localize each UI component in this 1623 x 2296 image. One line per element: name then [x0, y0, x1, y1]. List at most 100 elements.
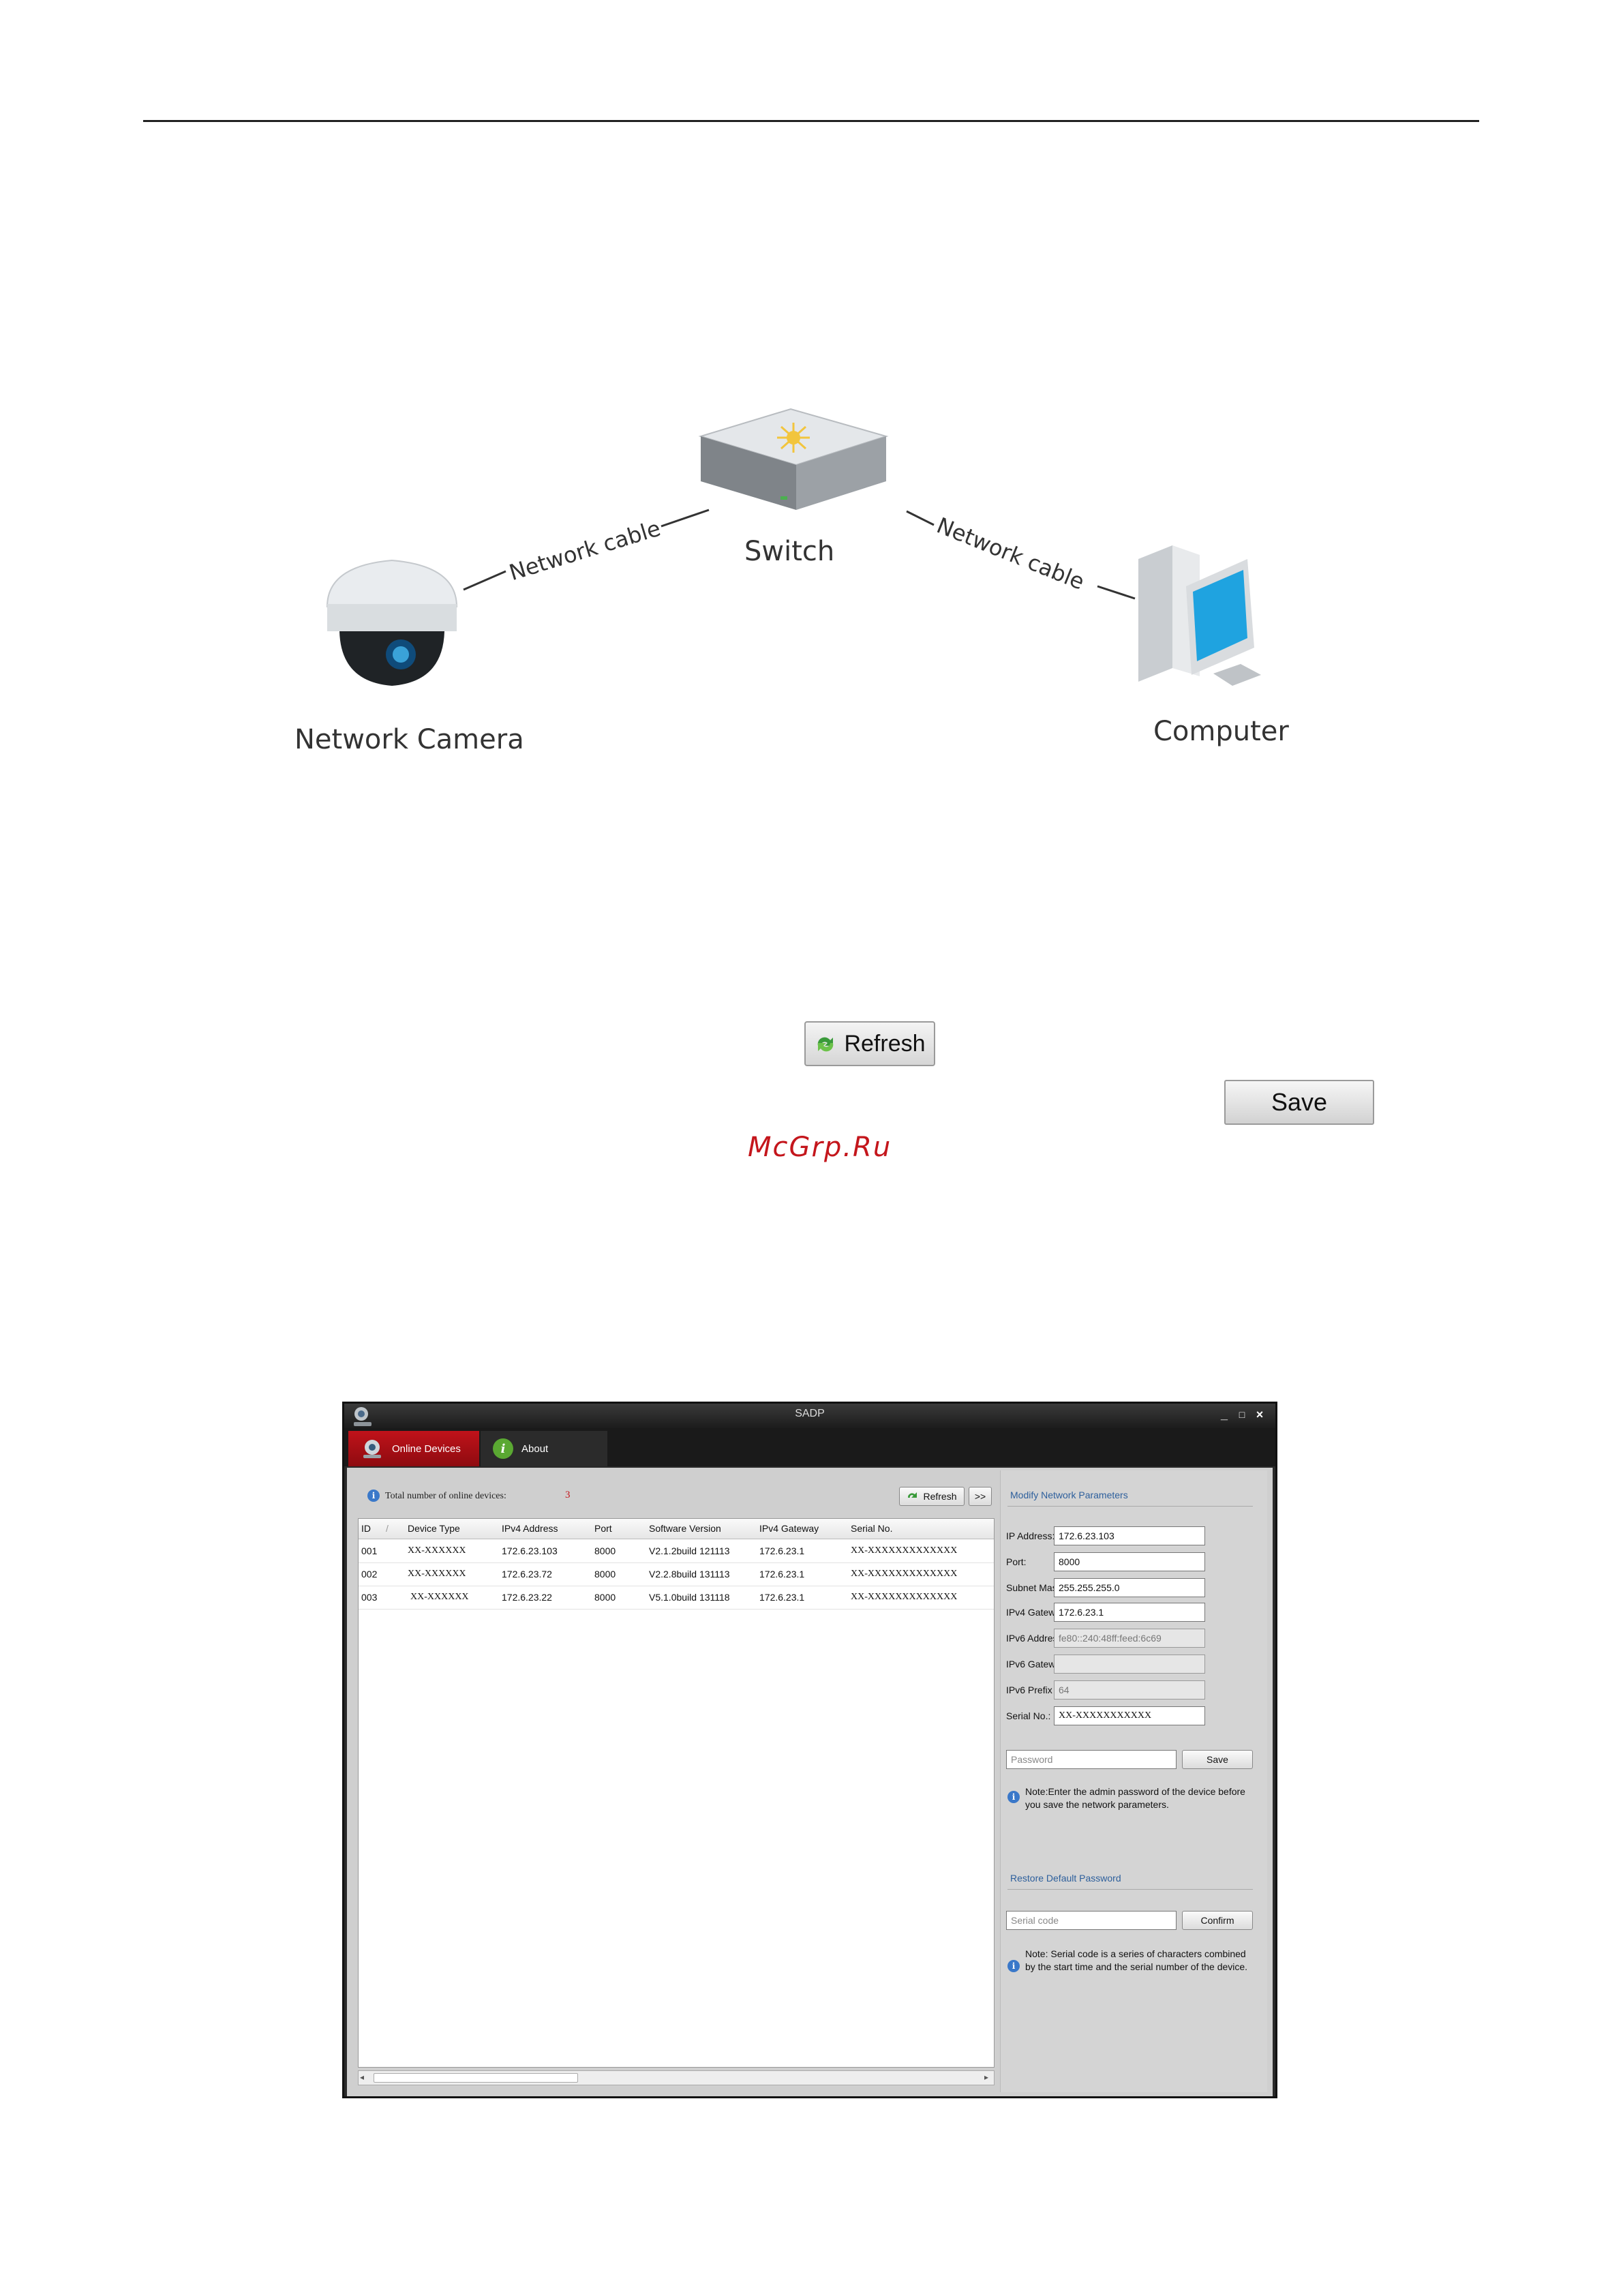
tab-online-devices-label: Online Devices: [392, 1442, 461, 1455]
cell-software-version: V2.2.8build 131113: [649, 1569, 730, 1580]
password-input[interactable]: Password: [1006, 1750, 1177, 1769]
refresh-button-label: Refresh: [923, 1491, 957, 1502]
computer-label: Computer: [1153, 716, 1289, 747]
refresh-button-figure: Refresh: [804, 1021, 935, 1066]
ipv4-gateway-label: IPv4 Gateway:: [1006, 1607, 1069, 1618]
ipv6-address-label: IPv6 Address:: [1006, 1633, 1065, 1644]
confirm-button[interactable]: Confirm: [1182, 1911, 1253, 1930]
horizontal-scrollbar[interactable]: ◂ ▸: [358, 2070, 995, 2085]
computer-icon: [1138, 545, 1261, 686]
table-row[interactable]: 001 XX-XXXXXX 172.6.23.103 8000 V2.1.2bu…: [359, 1540, 994, 1563]
switch-icon: [698, 408, 889, 510]
table-row[interactable]: 002 XX-XXXXXX 172.6.23.72 8000 V2.2.8bui…: [359, 1563, 994, 1586]
network-camera-label: Network Camera: [294, 724, 524, 755]
tab-about[interactable]: i About: [481, 1431, 607, 1466]
cell-device-type: XX-XXXXXX: [408, 1569, 466, 1579]
table-header: ID / Device Type IPv4 Address Port Softw…: [359, 1519, 994, 1539]
scroll-right-icon[interactable]: ▸: [984, 2072, 989, 2082]
port-field[interactable]: 8000: [1054, 1552, 1205, 1571]
info-icon: i: [1007, 1791, 1020, 1803]
cell-id: 001: [361, 1545, 378, 1556]
cell-port: 8000: [594, 1569, 616, 1580]
restore-section-title: Restore Default Password: [1010, 1873, 1121, 1884]
subnet-mask-field[interactable]: 255.255.255.0: [1054, 1578, 1205, 1597]
close-button[interactable]: ×: [1256, 1408, 1264, 1421]
port-label: Port:: [1006, 1556, 1027, 1567]
sort-indicator: /: [386, 1523, 389, 1534]
column-header-port[interactable]: Port: [594, 1523, 612, 1534]
info-icon: i: [367, 1490, 380, 1502]
modify-section-title: Modify Network Parameters: [1010, 1490, 1128, 1500]
maximize-button[interactable]: □: [1239, 1409, 1245, 1420]
info-icon: i: [493, 1438, 513, 1459]
cell-software-version: V5.1.0build 131118: [649, 1592, 730, 1603]
serial-code-input[interactable]: Serial code: [1006, 1911, 1177, 1930]
minimize-button[interactable]: _: [1220, 1408, 1228, 1421]
column-header-ipv4-gateway[interactable]: IPv4 Gateway: [759, 1523, 819, 1534]
cell-ipv4-address: 172.6.23.103: [502, 1545, 558, 1556]
diagram-graphics: [326, 408, 1261, 686]
column-header-software-version[interactable]: Software Version: [649, 1523, 721, 1534]
refresh-button[interactable]: Refresh: [899, 1487, 965, 1506]
cable-line-left: [463, 570, 506, 591]
app-logo-icon: [351, 1405, 374, 1428]
cell-software-version: V2.1.2build 121113: [649, 1545, 730, 1556]
serial-no-field[interactable]: XX-XXXXXXXXXXX: [1054, 1706, 1205, 1725]
cell-id: 003: [361, 1592, 378, 1603]
table-row[interactable]: 003 XX-XXXXXX 172.6.23.22 8000 V5.1.0bui…: [359, 1586, 994, 1610]
serial-no-label: Serial No.:: [1006, 1710, 1051, 1721]
refresh-icon: [818, 1037, 834, 1052]
total-devices-count: 3: [565, 1490, 571, 1500]
ipv6-prefix-length-field: 64: [1054, 1680, 1205, 1700]
cell-port: 8000: [594, 1592, 616, 1603]
restore-note: Note: Serial code is a series of charact…: [1025, 1948, 1248, 1972]
ipv6-address-field: fe80::240:48ff:feed:6c69: [1054, 1629, 1205, 1648]
ipv6-gateway-label: IPv6 Gateway:: [1006, 1659, 1069, 1670]
cell-serial-no: XX-XXXXXXXXXXXXX: [851, 1569, 958, 1579]
expand-button[interactable]: >>: [969, 1487, 992, 1506]
section-divider: [1007, 1889, 1253, 1890]
cell-device-type: XX-XXXXXX: [408, 1545, 466, 1556]
column-header-id[interactable]: ID: [361, 1523, 371, 1534]
total-devices-label: Total number of online devices:: [385, 1491, 506, 1501]
cell-ipv4-address: 172.6.23.72: [502, 1569, 552, 1580]
switch-label: Switch: [744, 536, 835, 567]
cell-serial-no: XX-XXXXXXXXXXXXX: [851, 1592, 958, 1602]
save-button[interactable]: Save: [1182, 1750, 1253, 1769]
column-header-serial-no[interactable]: Serial No.: [851, 1523, 893, 1534]
ip-address-field[interactable]: 172.6.23.103: [1054, 1526, 1205, 1545]
cell-device-type: XX-XXXXXX: [410, 1592, 469, 1602]
cable-line-left-2: [661, 509, 710, 528]
refresh-label: Refresh: [844, 1030, 926, 1057]
cable-line-right: [906, 510, 935, 526]
cell-ipv4-gateway: 172.6.23.1: [759, 1592, 805, 1603]
section-divider: [1007, 1506, 1253, 1507]
scrollbar-thumb[interactable]: [374, 2073, 578, 2083]
save-note: Note:Enter the admin password of the dev…: [1025, 1786, 1245, 1810]
camera-icon: [363, 1440, 381, 1458]
sadp-window: SADP _ □ × Online Devices i About i Tota…: [342, 1402, 1277, 2098]
ipv4-gateway-field[interactable]: 172.6.23.1: [1054, 1603, 1205, 1622]
network-camera-icon: [326, 559, 458, 686]
cell-ipv4-gateway: 172.6.23.1: [759, 1569, 805, 1580]
subnet-mask-label: Subnet Mask:: [1006, 1582, 1065, 1593]
scroll-left-icon[interactable]: ◂: [360, 2072, 365, 2082]
header-rule: [143, 120, 1479, 122]
tab-bar: Online Devices i About: [344, 1428, 1275, 1466]
cell-id: 002: [361, 1569, 378, 1580]
network-diagram: Switch Network Camera Computer Network c…: [273, 382, 1336, 764]
window-title: SADP: [795, 1408, 825, 1419]
devices-pane: i Total number of online devices: 3 Refr…: [352, 1470, 995, 2092]
ipv6-gateway-field: [1054, 1655, 1205, 1674]
tab-online-devices[interactable]: Online Devices: [348, 1431, 479, 1466]
watermark: McGrp.Ru: [748, 1132, 892, 1163]
cell-port: 8000: [594, 1545, 616, 1556]
devices-table: ID / Device Type IPv4 Address Port Softw…: [358, 1518, 995, 2068]
cable-line-right-2: [1097, 585, 1136, 600]
parameters-pane: Modify Network Parameters IP Address: 17…: [1000, 1470, 1267, 2092]
cell-serial-no: XX-XXXXXXXXXXXXX: [851, 1545, 958, 1556]
column-header-device-type[interactable]: Device Type: [408, 1523, 460, 1534]
title-bar: SADP _ □ ×: [344, 1404, 1275, 1428]
refresh-icon: [908, 1492, 917, 1498]
column-header-ipv4-address[interactable]: IPv4 Address: [502, 1523, 558, 1534]
